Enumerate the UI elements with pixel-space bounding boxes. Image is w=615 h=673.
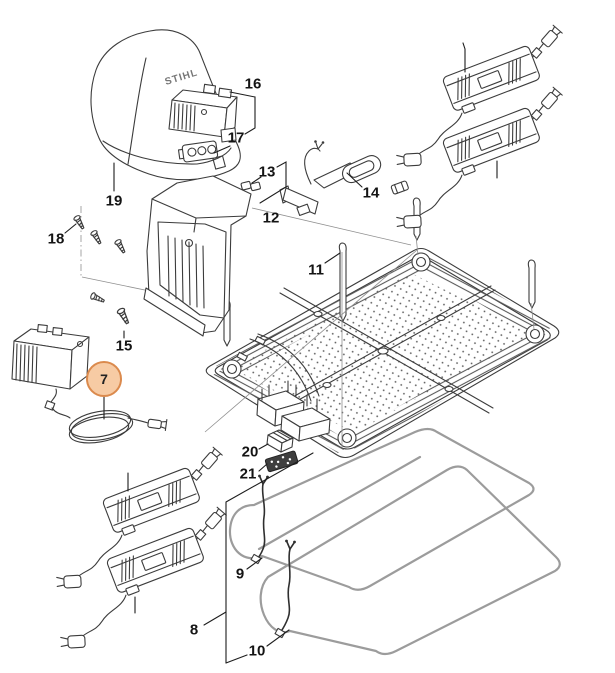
part-label-10[interactable]: 10 <box>248 642 266 660</box>
part-label-14[interactable]: 14 <box>362 184 380 202</box>
clip-13 <box>240 180 261 192</box>
part-label-20[interactable]: 20 <box>241 443 259 461</box>
part-label-15[interactable]: 15 <box>115 337 133 355</box>
assembly-lines <box>80 206 535 447</box>
part-label-18[interactable]: 18 <box>47 230 65 248</box>
fixing-pins <box>222 197 536 347</box>
charging-contact-arm <box>279 140 382 217</box>
base-plate <box>205 247 560 459</box>
terminal-strip-21 <box>264 450 299 473</box>
connector-17 <box>177 140 219 163</box>
part-label-16[interactable]: 16 <box>244 75 262 93</box>
small-clip <box>390 180 409 195</box>
power-supplies <box>29 22 589 656</box>
part-label-13[interactable]: 13 <box>258 163 276 181</box>
connection-wires <box>250 474 296 639</box>
boundary-wire-loops <box>228 427 561 656</box>
wire-connector-20 <box>266 429 294 453</box>
part-label-8[interactable]: 8 <box>189 621 199 639</box>
leader-lines <box>64 91 363 664</box>
part-label-9[interactable]: 9 <box>235 565 245 583</box>
part-label-12[interactable]: 12 <box>262 209 280 227</box>
control-module <box>168 83 238 143</box>
part-label-21[interactable]: 21 <box>239 465 257 483</box>
part-label-17[interactable]: 17 <box>227 129 245 147</box>
part-label-7[interactable]: 7 <box>86 361 122 397</box>
screws <box>72 214 132 326</box>
part-label-19[interactable]: 19 <box>105 192 123 210</box>
circuit-board-with-cable <box>11 324 168 444</box>
screw-boss <box>222 252 545 448</box>
cable-coil <box>68 410 134 444</box>
part-label-11[interactable]: 11 <box>308 261 324 279</box>
station-body <box>143 175 252 337</box>
terminal-block <box>256 380 331 442</box>
